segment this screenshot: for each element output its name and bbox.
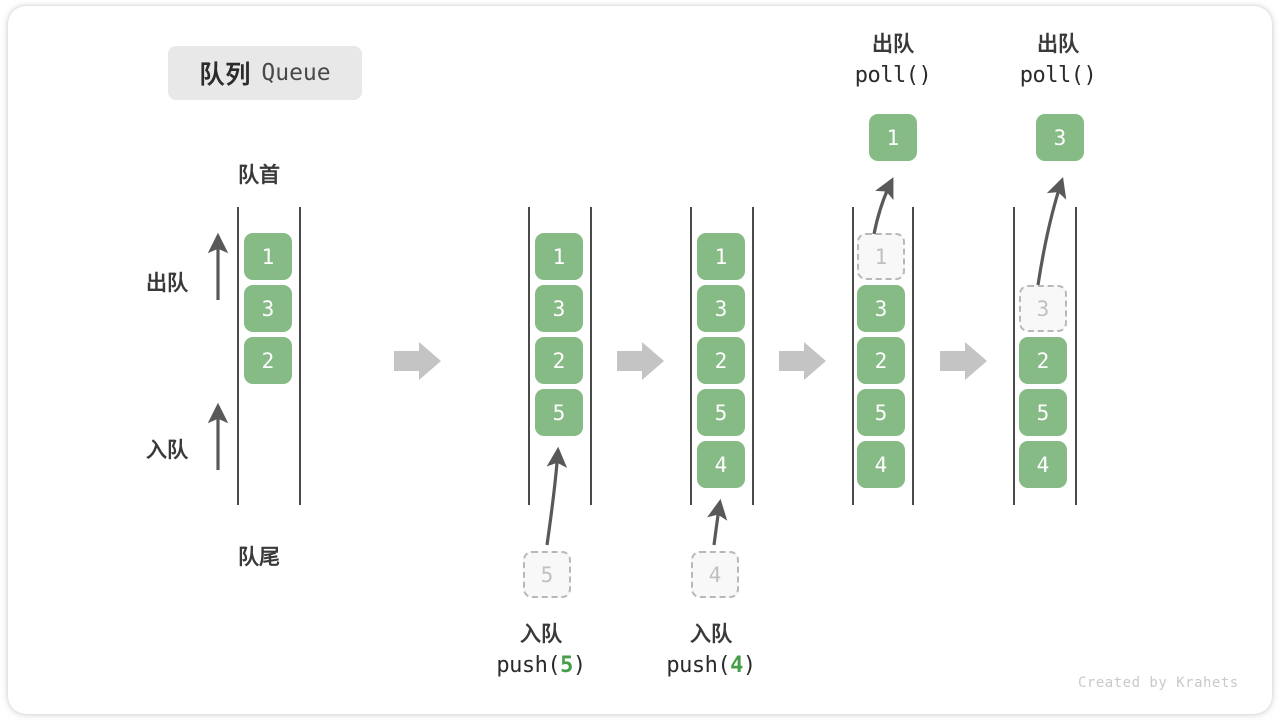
panel5-node-2: 2 — [1019, 337, 1067, 384]
panel4-node-3: 5 — [857, 389, 905, 436]
label-front: 队首 — [238, 164, 280, 187]
title-chinese: 队列 — [199, 61, 252, 89]
push-4-arrow — [707, 498, 728, 546]
panel4-rail-left — [852, 207, 854, 505]
panel1-node-2: 2 — [244, 337, 292, 384]
incoming-node-5: 5 — [523, 551, 571, 598]
op-push4-code: push(4) — [611, 650, 811, 682]
panel2-node-0: 1 — [535, 233, 583, 280]
credit-text: Created by Krahets — [1078, 675, 1239, 691]
panel5-node-3: 5 — [1019, 389, 1067, 436]
panel4-node-4: 4 — [857, 441, 905, 488]
step-arrow-3 — [779, 342, 826, 380]
label-dequeue: 出队 — [146, 272, 188, 295]
panel2-node-1: 3 — [535, 285, 583, 332]
op-poll2-cn: 出队 — [1037, 33, 1079, 56]
op-label-push-4: 入队 push(4) — [611, 620, 811, 682]
op-label-poll-2: 出队 poll() — [968, 30, 1148, 92]
panel5-rail-left — [1013, 207, 1015, 505]
panel4-node-1: 3 — [857, 285, 905, 332]
panel3-rail-left — [690, 207, 692, 505]
op-push4-fn: push( — [666, 653, 731, 679]
panel4-rail-right — [912, 207, 914, 505]
panel4-node-0-ghost: 1 — [857, 233, 905, 280]
op-poll1-cn: 出队 — [872, 33, 914, 56]
op-push5-fn: push( — [496, 653, 561, 679]
panel5-rail-right — [1075, 207, 1077, 505]
step-arrow-2 — [617, 342, 664, 380]
panel3-node-2: 2 — [697, 337, 745, 384]
op-push4-arg: 4 — [730, 653, 743, 679]
panel3-node-3: 5 — [697, 389, 745, 436]
panel2-node-2: 2 — [535, 337, 583, 384]
op-label-push-5: 入队 push(5) — [441, 620, 641, 682]
poll-1-arrow — [872, 177, 894, 235]
op-push5-cn: 入队 — [520, 623, 562, 646]
op-poll2-code: poll() — [1019, 63, 1097, 89]
panel3-rail-right — [752, 207, 754, 505]
op-push5-close: ) — [572, 653, 586, 679]
panel1-rail-left — [237, 207, 239, 505]
panel1-node-0: 1 — [244, 233, 292, 280]
label-enqueue: 入队 — [146, 439, 188, 462]
op-push4-cn: 入队 — [690, 623, 732, 646]
poll-3-arrow — [1036, 176, 1067, 286]
panel1-node-1: 3 — [244, 285, 292, 332]
panel3-node-0: 1 — [697, 233, 745, 280]
label-rear: 队尾 — [238, 546, 280, 569]
popped-node-1: 1 — [869, 114, 917, 161]
op-label-poll-1: 出队 poll() — [803, 30, 983, 92]
panel2-rail-right — [590, 207, 592, 505]
panel4-node-2: 2 — [857, 337, 905, 384]
panel1-rail-right — [299, 207, 301, 505]
op-push4-close: ) — [742, 653, 756, 679]
panel2-node-3: 5 — [535, 389, 583, 436]
panel2-rail-left — [528, 207, 530, 505]
incoming-node-4: 4 — [691, 551, 739, 598]
panel3-node-4: 4 — [697, 441, 745, 488]
panel5-node-1-ghost: 3 — [1019, 285, 1067, 332]
panel3-node-1: 3 — [697, 285, 745, 332]
push-5-arrow — [545, 446, 568, 546]
step-arrow-4 — [940, 342, 987, 380]
diagram-title-badge: 队列 Queue — [168, 46, 362, 100]
op-poll1-code: poll() — [854, 63, 932, 89]
panel5-node-4: 4 — [1019, 441, 1067, 488]
popped-node-3: 3 — [1036, 114, 1084, 161]
op-push5-code: push(5) — [441, 650, 641, 682]
op-push5-arg: 5 — [560, 653, 573, 679]
title-english: Queue — [261, 60, 331, 86]
step-arrow-1 — [394, 342, 441, 380]
